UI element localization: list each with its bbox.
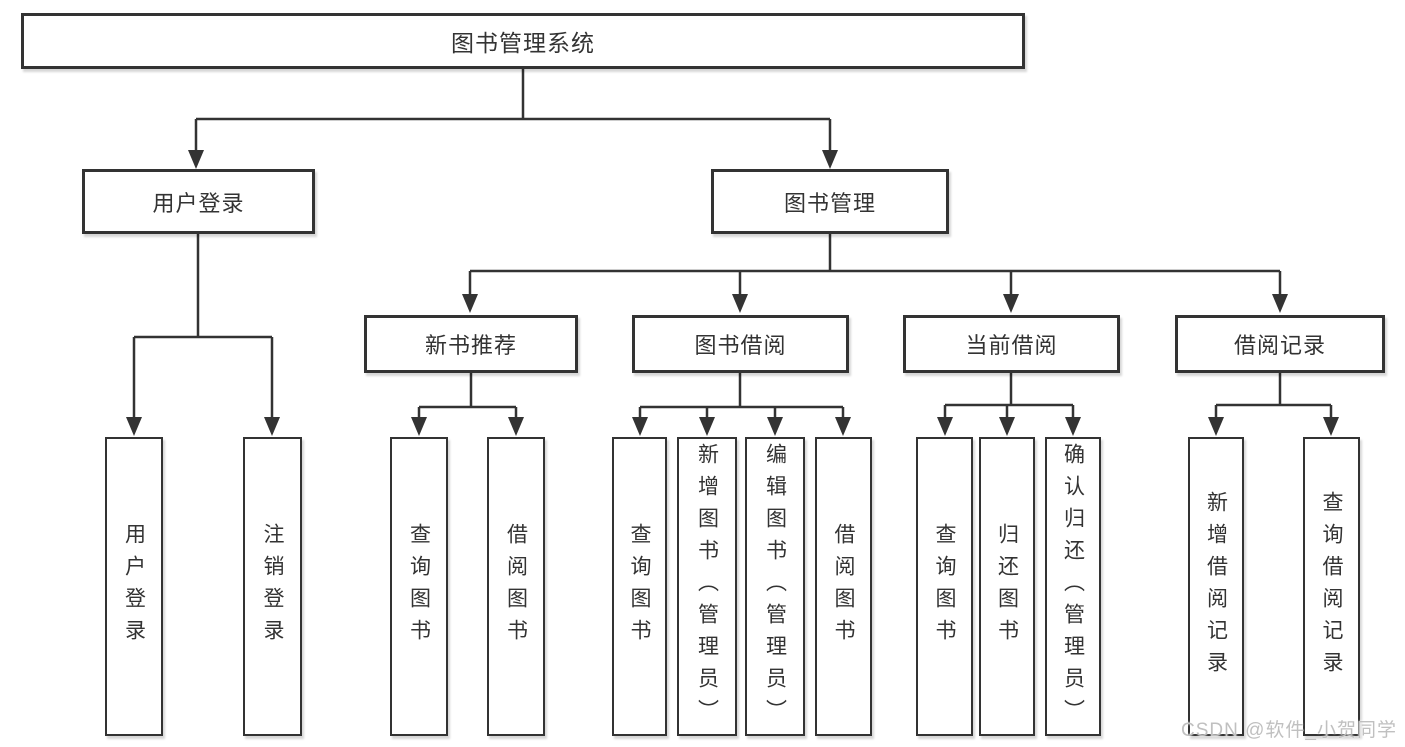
leaf-borrow-books-2-label: 借阅图书 — [832, 522, 855, 651]
node-borrowing-records: 借阅记录 — [1175, 315, 1385, 373]
leaf-query-books-3: 查询图书 — [916, 437, 973, 736]
leaf-return-books-label: 归还图书 — [995, 522, 1019, 651]
leaf-borrow-books-2: 借阅图书 — [815, 437, 872, 736]
leaf-add-book-admin-label: 新增图书（管理员） — [695, 442, 719, 731]
leaf-add-borrow-record-label: 新增借阅记录 — [1204, 490, 1228, 683]
leaf-query-books-1-label: 查询图书 — [407, 522, 431, 651]
leaf-edit-book-admin: 编辑图书（管理员） — [745, 437, 805, 736]
node-book-management: 图书管理 — [711, 169, 949, 234]
node-book-borrowing: 图书借阅 — [632, 315, 849, 373]
leaf-add-borrow-record: 新增借阅记录 — [1188, 437, 1244, 736]
leaf-borrow-books-1: 借阅图书 — [487, 437, 545, 736]
leaf-confirm-return-admin: 确认归还（管理员） — [1045, 437, 1101, 736]
leaf-edit-book-admin-label: 编辑图书（管理员） — [763, 442, 787, 731]
leaf-query-borrow-record: 查询借阅记录 — [1303, 437, 1360, 736]
node-library-system: 图书管理系统 — [21, 13, 1025, 69]
csdn-watermark: CSDN @软件_小贺同学 — [1181, 720, 1397, 741]
node-current-borrowing: 当前借阅 — [903, 315, 1120, 373]
leaf-query-books-3-label: 查询图书 — [933, 522, 956, 651]
leaf-query-books-2-label: 查询图书 — [628, 522, 651, 651]
leaf-add-book-admin: 新增图书（管理员） — [677, 437, 737, 736]
leaf-query-books-2: 查询图书 — [612, 437, 667, 736]
leaf-logout-label: 注销登录 — [261, 522, 284, 651]
node-user-login: 用户登录 — [82, 169, 315, 234]
leaf-borrow-books-1-label: 借阅图书 — [504, 522, 528, 651]
arrowheads — [126, 150, 1339, 436]
leaf-return-books: 归还图书 — [979, 437, 1035, 736]
leaf-user-login: 用户登录 — [105, 437, 163, 736]
leaf-user-login-label: 用户登录 — [122, 522, 146, 651]
leaf-logout: 注销登录 — [243, 437, 302, 736]
leaf-query-borrow-record-label: 查询借阅记录 — [1320, 490, 1343, 683]
leaf-query-books-1: 查询图书 — [390, 437, 448, 736]
leaf-confirm-return-admin-label: 确认归还（管理员） — [1061, 442, 1085, 731]
node-new-book-recommendation: 新书推荐 — [364, 315, 578, 373]
